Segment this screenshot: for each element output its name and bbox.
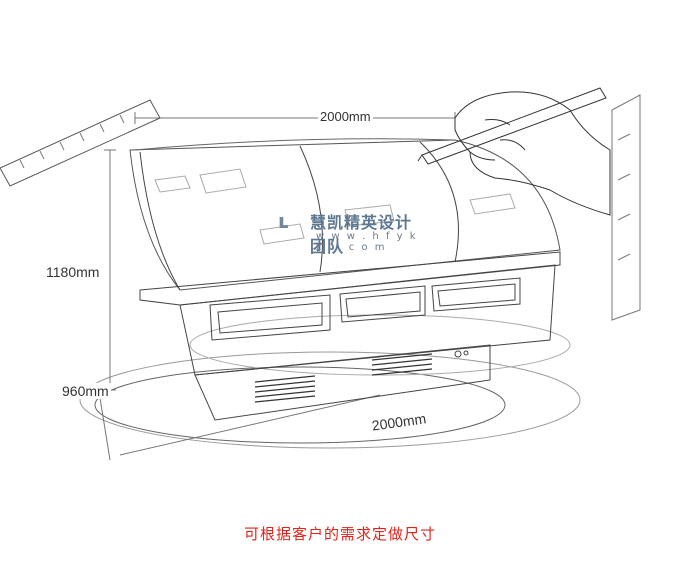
dimension-height: 1180mm <box>44 264 102 280</box>
watermark: ʟ 慧凯精英设计团队 w w w . h f y k z l . c o m <box>268 195 428 256</box>
hand-icon <box>454 91 611 216</box>
dimension-top-width: 2000mm <box>318 109 373 124</box>
vertical-ruler <box>611 94 641 321</box>
floor-ellipses <box>79 314 581 449</box>
caption-text: 可根据客户的需求定做尺寸 <box>243 525 436 543</box>
watermark-logo-icon: ʟ <box>278 209 289 233</box>
pencil-icon <box>417 87 607 165</box>
ruler-icon <box>0 99 161 187</box>
dimension-depth: 960mm <box>60 383 111 399</box>
watermark-name: 慧凯精英设计团队 <box>310 213 413 256</box>
dimension-lines <box>99 112 456 461</box>
display-cabinet-icon <box>129 138 561 421</box>
watermark-url: w w w . h f y k z l . c o m <box>316 231 418 253</box>
